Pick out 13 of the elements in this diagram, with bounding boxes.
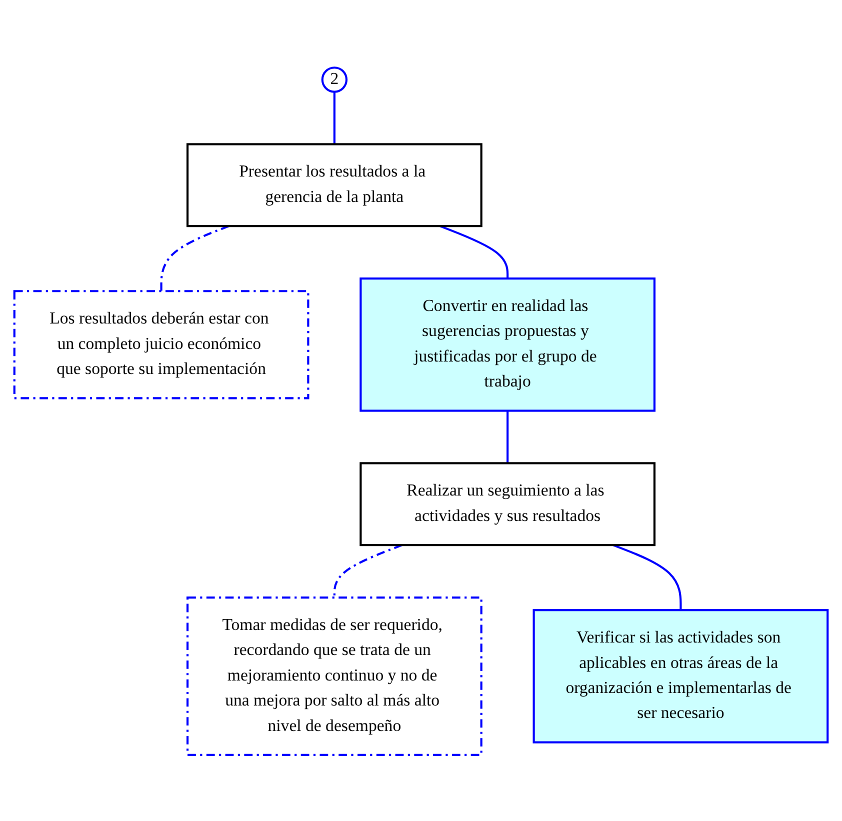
- node-box: Verificar si las actividades son aplicables en otras áreas de la organización e implementarlas de ser necesario: [532, 608, 829, 743]
- node-circle: 2: [321, 66, 348, 92]
- node-box: Realizar un seguimiento a las actividades y sus resultados: [360, 462, 656, 546]
- node-box: Convertir en realidad las sugerencias propuestas y justificadas por el grupo de trabajo: [360, 276, 656, 412]
- node-box: Tomar medidas de ser requerido, recordando que se trata de un mejoramiento continuo y no de una mejora por salto al más alto nivel de desempeño: [186, 596, 482, 756]
- connector: [333, 544, 402, 598]
- connector: [160, 224, 230, 291]
- node-box: Los resultados deberán estar con un completo juicio económico que soporte su implementación: [13, 290, 310, 399]
- connector: [612, 544, 682, 610]
- connector: [333, 91, 336, 144]
- connector: [506, 410, 509, 463]
- connector: [440, 224, 509, 278]
- node-box: Presentar los resultados a la gerencia de la planta: [186, 142, 482, 227]
